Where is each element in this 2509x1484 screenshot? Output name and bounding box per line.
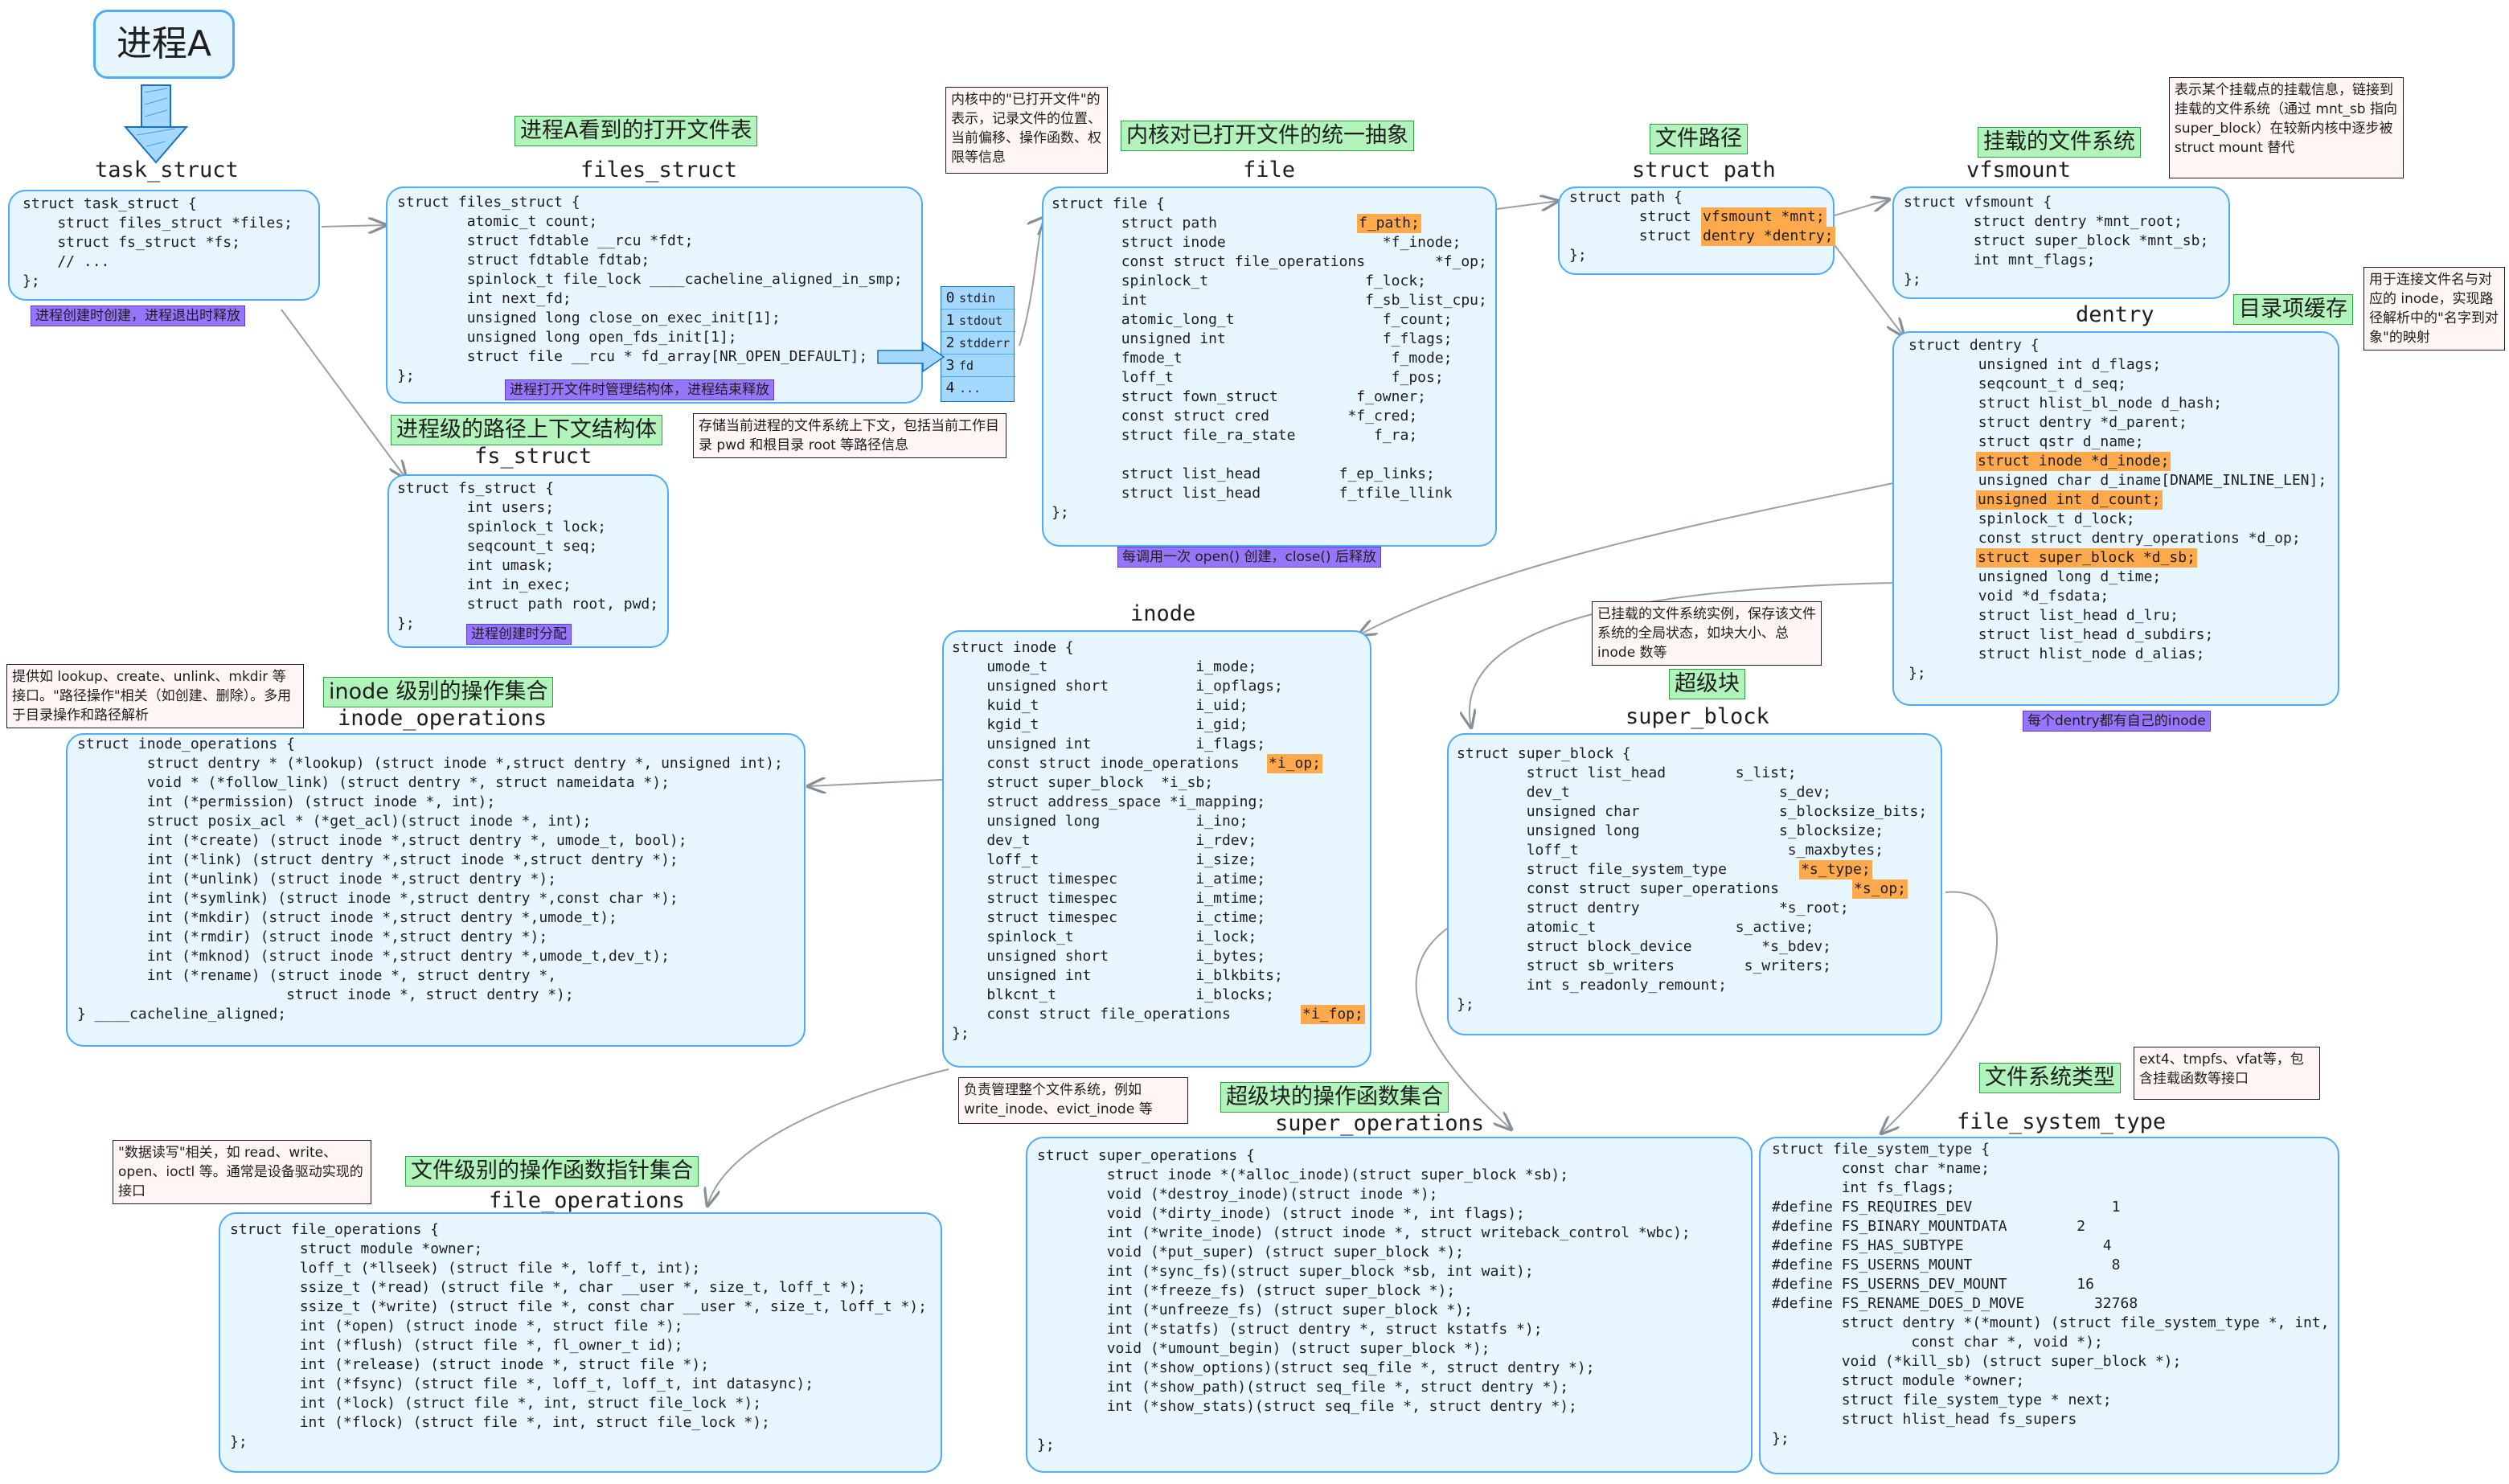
dentry-code: struct dentry { unsigned int d_flags; se… xyxy=(1908,337,2327,682)
fs-struct-tag: 进程级的路径上下文结构体 xyxy=(391,415,662,445)
inode-code: struct inode { umode_t i_mode; unsigned … xyxy=(952,639,1283,1042)
super-block-code: struct super_block { struct list_head s_… xyxy=(1457,745,1928,1013)
fs-struct-title: fs_struct xyxy=(474,444,592,469)
super-ops-tag: 超级块的操作函数集合 xyxy=(1220,1082,1449,1113)
super-block-s-op-highlight: *s_op; xyxy=(1852,879,1908,899)
task-struct-title: task_struct xyxy=(95,158,239,182)
fd-pointer-arrow xyxy=(877,341,945,373)
file-ops-code: struct file_operations { struct module *… xyxy=(230,1221,927,1450)
fs-struct-code: struct fs_struct { int users; spinlock_t… xyxy=(397,480,659,632)
file-note: 每调用一次 open() 创建，close() 后释放 xyxy=(1117,547,1381,568)
file-f-path-highlight: f_path; xyxy=(1357,214,1421,233)
fstype-code: struct file_system_type { const char *na… xyxy=(1772,1141,2330,1447)
dentry-tag: 目录项缓存 xyxy=(2233,294,2353,325)
fstype-tag: 文件系统类型 xyxy=(1979,1063,2121,1093)
arrow-task-to-files xyxy=(321,225,386,227)
files-struct-tag: 进程A看到的打开文件表 xyxy=(515,116,758,146)
arrow-file-to-path xyxy=(1496,201,1558,209)
fs-struct-box xyxy=(387,474,669,648)
vfsmount-code: struct vfsmount { struct dentry *mnt_roo… xyxy=(1904,194,2209,288)
file-code: struct file { struct path struct inode *… xyxy=(1052,195,1487,521)
path-code: struct path { struct struct }; xyxy=(1569,189,1691,264)
vfsmount-tag: 挂载的文件系统 xyxy=(1978,127,2141,158)
path-mnt-highlight: vfsmount *mnt; xyxy=(1701,207,1826,227)
super-block-desc: 已挂载的文件系统实例，保存该文件系统的全局状态，如块大小、总 inode 数等 xyxy=(1592,601,1822,666)
inode-ops-code: struct inode_operations { struct dentry … xyxy=(77,736,783,1023)
dentry-d-count-highlight: unsigned int d_count; xyxy=(1976,490,2163,510)
fstype-title: file_system_type xyxy=(1957,1109,2167,1134)
files-struct-note: 进程打开文件时管理结构体，进程结束释放 xyxy=(505,379,774,400)
inode-i-fop-highlight: *i_fop; xyxy=(1301,1005,1365,1024)
file-ops-desc: "数据读写"相关，如 read、write、open、ioctl 等。通常是设备… xyxy=(113,1140,371,1204)
inode-ops-box xyxy=(66,733,806,1047)
vfsmount-desc: 表示某个挂载点的挂载信息，链接到挂载的文件系统（通过 mnt_sb 指向 sup… xyxy=(2169,77,2404,178)
dentry-title: dentry xyxy=(2076,302,2154,327)
dentry-box xyxy=(1892,331,2339,706)
vfsmount-title: vfsmount xyxy=(1966,158,2072,182)
dentry-d-inode-highlight: struct inode *d_inode; xyxy=(1976,452,2171,471)
dentry-desc: 用于连接文件名与对应的 inode，实现路径解析中的"名字到对象"的映射 xyxy=(2363,267,2505,351)
file-desc: 内核中的"已打开文件"的表示，记录文件的位置、当前偏移、操作函数、权限等信息 xyxy=(945,87,1108,174)
inode-i-op-highlight: *i_op; xyxy=(1267,754,1323,773)
arrow-inode-to-fop xyxy=(707,1068,949,1206)
fs-struct-note: 进程创建时分配 xyxy=(466,624,572,645)
task-struct-code: struct task_struct { struct files_struct… xyxy=(23,195,293,289)
super-ops-desc: 负责管理整个文件系统，例如 write_inode、evict_inode 等 xyxy=(958,1077,1188,1124)
arrow-path-to-vfsmount xyxy=(1834,199,1889,216)
arrow-inode-to-iop xyxy=(808,780,943,786)
files-struct-box xyxy=(386,187,923,404)
process-a-title: 进程A xyxy=(116,23,212,64)
file-tag: 内核对已打开文件的统一抽象 xyxy=(1121,121,1414,151)
file-ops-tag: 文件级别的操作函数指针集合 xyxy=(405,1156,699,1187)
inode-title: inode xyxy=(1130,601,1196,626)
fstype-box xyxy=(1759,1137,2339,1474)
task-struct-box xyxy=(8,190,320,301)
process-down-arrow xyxy=(123,84,189,164)
process-a-box: 进程A xyxy=(93,10,235,79)
files-struct-title: files_struct xyxy=(580,158,738,182)
super-block-title: super_block xyxy=(1626,704,1769,729)
super-ops-box xyxy=(1026,1137,1753,1473)
fd-entry: 4... xyxy=(945,379,982,396)
super-ops-code: struct super_operations { struct inode *… xyxy=(1037,1147,1691,1453)
super-block-tag: 超级块 xyxy=(1669,669,1745,699)
files-struct-code: struct files_struct { atomic_t count; st… xyxy=(397,194,903,384)
inode-ops-desc: 提供如 lookup、create、unlink、mkdir 等接口。"路径操作… xyxy=(6,664,304,728)
path-title: struct path xyxy=(1632,158,1776,182)
path-dentry-highlight: dentry *dentry; xyxy=(1701,227,1835,246)
super-block-s-type-highlight: *s_type; xyxy=(1799,860,1872,879)
fs-struct-desc: 存储当前进程的文件系统上下文，包括当前工作目录 pwd 和根目录 root 等路… xyxy=(693,413,1006,458)
vfsmount-box xyxy=(1892,187,2230,299)
super-ops-title: super_operations xyxy=(1275,1111,1485,1136)
fstype-desc: ext4、tmpfs、vfat等，包含挂载函数等接口 xyxy=(2134,1047,2320,1100)
file-box xyxy=(1042,187,1497,547)
file-title: file xyxy=(1243,158,1296,182)
task-struct-note: 进程创建时创建，进程退出时释放 xyxy=(31,305,245,326)
file-ops-box xyxy=(219,1212,942,1473)
inode-box xyxy=(942,630,1371,1068)
dentry-d-sb-highlight: struct super_block *d_sb; xyxy=(1976,548,2197,568)
dentry-note: 每个dentry都有自己的inode xyxy=(2023,711,2211,732)
inode-ops-title: inode_operations xyxy=(338,706,547,731)
inode-ops-tag: inode 级别的操作集合 xyxy=(323,677,554,707)
file-ops-title: file_operations xyxy=(489,1188,685,1213)
path-tag: 文件路径 xyxy=(1650,124,1748,154)
